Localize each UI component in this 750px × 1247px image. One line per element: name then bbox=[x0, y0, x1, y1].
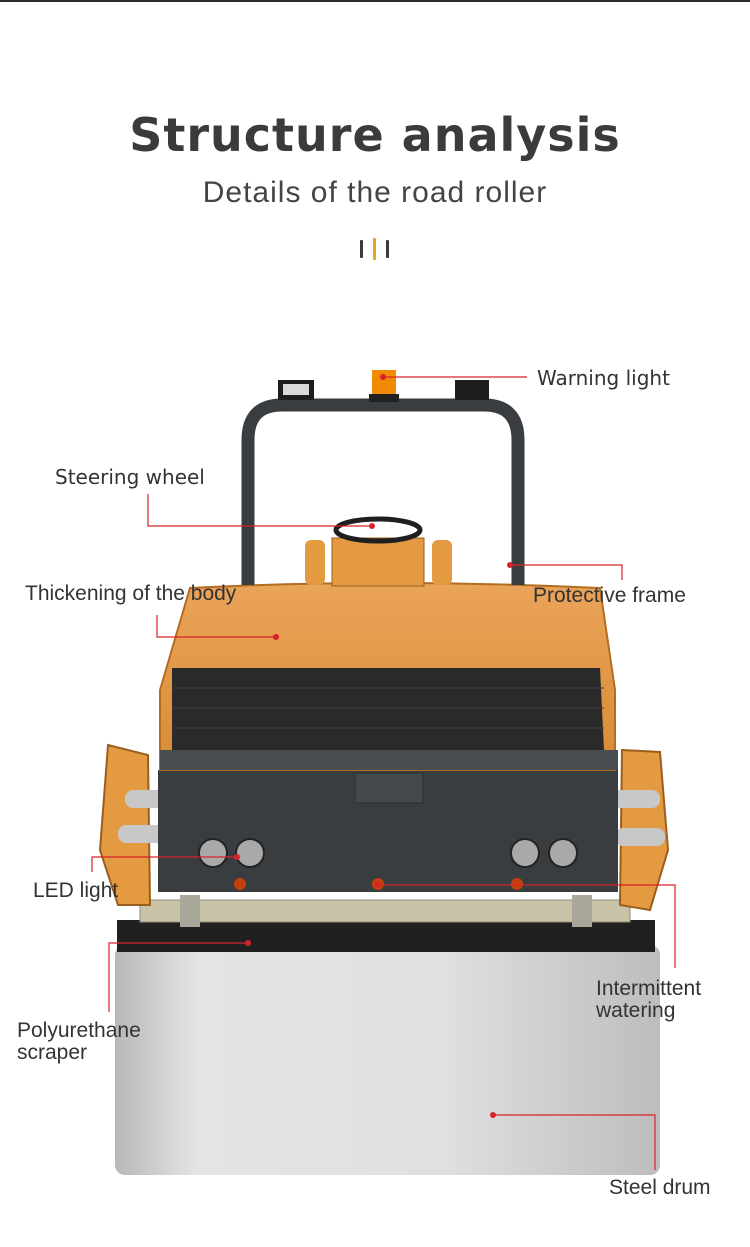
label-warning-light: Warning light bbox=[537, 366, 670, 390]
scraper-shape bbox=[117, 920, 655, 952]
label-polyurethane-scraper: Polyurethane scraper bbox=[17, 1019, 141, 1064]
steering-wheel-shape bbox=[333, 516, 423, 544]
led-lights-shape bbox=[198, 838, 578, 868]
label-intermittent-watering: Intermittent watering bbox=[596, 977, 702, 1022]
label-steering-wheel: Steering wheel bbox=[55, 465, 205, 489]
steel-drum-shape bbox=[115, 945, 660, 1175]
page-subtitle: Details of the road roller bbox=[202, 176, 548, 209]
protective-frame-shape bbox=[241, 398, 525, 585]
label-thickening-body: Thickening of the body bbox=[25, 582, 237, 605]
label-led-light: LED light bbox=[33, 879, 119, 902]
top-border bbox=[0, 0, 750, 2]
label-protective-frame: Protective frame bbox=[533, 584, 686, 607]
title-divider-icon bbox=[358, 238, 394, 262]
page-title: Structure analysis bbox=[129, 108, 621, 162]
warning-light-shape bbox=[369, 370, 399, 402]
label-steel-drum: Steel drum bbox=[609, 1176, 711, 1199]
